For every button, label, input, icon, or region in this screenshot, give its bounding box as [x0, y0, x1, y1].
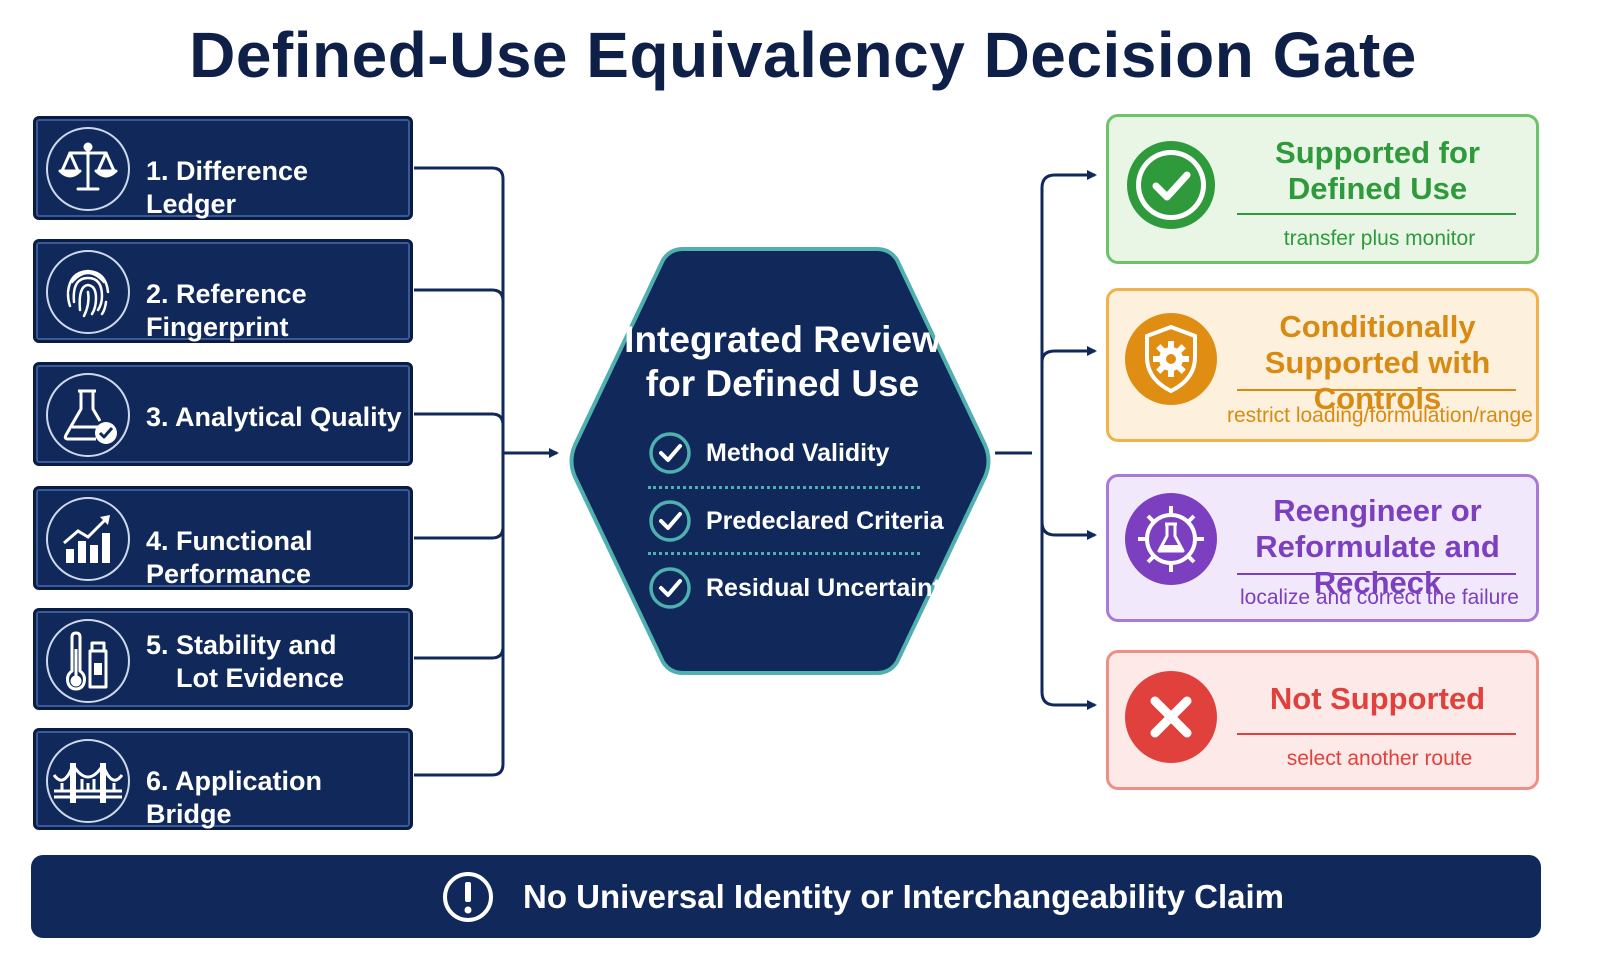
- outcome-title: Defined Use: [1287, 171, 1468, 206]
- shield-gear-icon: [1125, 313, 1217, 405]
- flask-check-icon: [46, 373, 130, 457]
- disclaimer-banner: No Universal Identity or Interchangeabil…: [31, 855, 1541, 938]
- outcome-subtitle: select another route: [1286, 747, 1473, 770]
- divider: [1237, 733, 1516, 735]
- bar-chart-up-icon: [46, 497, 130, 581]
- outcome-not-supported: Not Supported select another route: [1106, 650, 1539, 790]
- page-title: Defined-Use Equivalency Decision Gate: [189, 19, 1417, 91]
- criterion-method-validity: Method Validity: [648, 430, 928, 476]
- integrated-review-hexagon: [569, 247, 991, 675]
- divider: [648, 552, 920, 555]
- outcome-title: Supported for: [1275, 135, 1480, 170]
- outcome-title: Not Supported: [1269, 681, 1486, 716]
- divider: [1237, 573, 1516, 575]
- step-label: 6. Application Bridge: [146, 766, 323, 829]
- step-stability-lot-evidence: 5. Stability and Lot Evidence: [33, 608, 413, 710]
- outcome-title: Conditionally: [1279, 309, 1476, 344]
- outcome-subtitle: localize and correct the failure: [1240, 586, 1519, 609]
- criterion-label: Residual Uncertainty: [706, 574, 955, 602]
- divider: [1237, 389, 1516, 391]
- check-circle-icon: [1127, 141, 1215, 229]
- outcome-title: Reformulate and Recheck: [1255, 529, 1500, 600]
- fingerprint-icon: [46, 250, 130, 334]
- step-functional-performance: 4. Functional Performance: [33, 486, 413, 590]
- review-title: Integrated Review for Defined Use: [610, 318, 955, 406]
- criterion-predeclared-criteria: Predeclared Criteria: [648, 498, 944, 544]
- step-label: 5. Stability and: [146, 630, 337, 660]
- bridge-icon: [46, 739, 130, 823]
- step-reference-fingerprint: 2. Reference Fingerprint: [33, 239, 413, 343]
- criterion-residual-uncertainty: Residual Uncertainty: [648, 565, 955, 611]
- outcome-reengineer: Reengineer or Reformulate and Recheck lo…: [1106, 474, 1539, 622]
- step-label: 2. Reference Fingerprint: [146, 279, 307, 342]
- outcome-title: Supported with Controls: [1264, 345, 1491, 416]
- outcome-subtitle: transfer plus monitor: [1283, 227, 1476, 250]
- step-label: 1. Difference Ledger: [146, 156, 309, 219]
- criterion-label: Predeclared Criteria: [706, 507, 944, 535]
- check-icon: [649, 567, 691, 609]
- outcome-conditionally-supported: Conditionally Supported with Controls re…: [1106, 288, 1539, 442]
- outcome-subtitle: restrict loading/formulation/range: [1227, 404, 1533, 427]
- divider: [1237, 213, 1516, 215]
- outcome-title: Reengineer or: [1273, 493, 1482, 528]
- step-label: 3. Analytical Quality: [146, 402, 402, 432]
- x-circle-icon: [1125, 671, 1217, 763]
- step-application-bridge: 6. Application Bridge: [33, 728, 413, 830]
- scales-icon: [46, 127, 130, 211]
- thermometer-vial-icon: [46, 619, 130, 703]
- exclamation-circle-icon: [443, 872, 493, 922]
- check-icon: [649, 432, 691, 474]
- gear-flask-icon: [1125, 493, 1217, 585]
- review-title-line: for Defined Use: [645, 363, 920, 404]
- step-label: 4. Functional Performance: [146, 526, 313, 589]
- check-icon: [649, 500, 691, 542]
- review-title-line: Integrated Review: [624, 319, 941, 360]
- outcome-supported: Supported for Defined Use transfer plus …: [1106, 114, 1539, 264]
- step-analytical-quality: 3. Analytical Quality: [33, 362, 413, 466]
- step-label: Lot Evidence: [176, 663, 345, 693]
- criterion-label: Method Validity: [706, 439, 890, 467]
- divider: [648, 486, 920, 489]
- banner-text: No Universal Identity or Interchangeabil…: [523, 878, 1285, 915]
- step-difference-ledger: 1. Difference Ledger: [33, 116, 413, 220]
